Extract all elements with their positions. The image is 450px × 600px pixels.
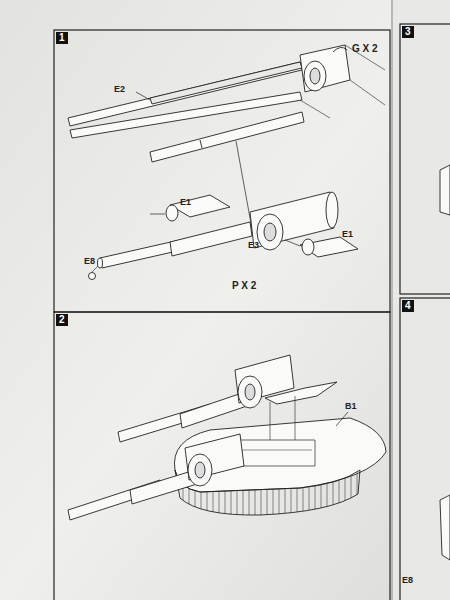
part-label: E8 xyxy=(84,256,95,266)
part-label: E8 xyxy=(402,575,413,585)
part-fragment xyxy=(440,165,450,215)
step-frame xyxy=(400,24,450,294)
step-number: 4 xyxy=(402,300,414,312)
barrel-step xyxy=(200,140,202,148)
part-label: G X 2 xyxy=(352,43,378,54)
trunnion xyxy=(238,376,262,408)
gun-barrel xyxy=(180,392,247,428)
guide-line xyxy=(270,402,271,440)
guide-line xyxy=(92,266,98,272)
page-fold xyxy=(391,0,393,600)
next-page xyxy=(392,0,450,600)
gun-bracket xyxy=(300,237,358,257)
step-number-text: 1 xyxy=(59,32,65,43)
small-part xyxy=(89,273,96,280)
trunnion xyxy=(304,61,326,91)
barrel-half xyxy=(150,112,304,162)
part-label: E1 xyxy=(342,229,353,239)
step-frame xyxy=(54,312,390,600)
guide-line xyxy=(285,240,300,246)
trunnion xyxy=(264,223,276,241)
guide-line xyxy=(150,214,165,215)
step-frame xyxy=(400,298,450,600)
gun-bracket xyxy=(265,382,337,404)
step-number-text: 3 xyxy=(405,26,411,37)
step-frame xyxy=(54,30,390,312)
part-label: E1 xyxy=(180,197,191,207)
trunnion xyxy=(310,68,320,84)
step-number: 2 xyxy=(56,314,68,326)
trunnion xyxy=(195,462,205,478)
gun-barrel xyxy=(170,222,252,256)
breech-half xyxy=(300,45,350,92)
leader-line xyxy=(336,412,348,426)
part-fragment xyxy=(440,495,450,560)
step-number: 1 xyxy=(56,32,68,44)
part-label: P X 2 xyxy=(232,280,256,291)
trunnion xyxy=(257,214,283,250)
part-label: E2 xyxy=(114,84,125,94)
trunnion xyxy=(245,384,255,400)
muzzle xyxy=(98,258,103,268)
step-number-text: 4 xyxy=(405,300,411,311)
trunnion xyxy=(188,454,212,486)
breech-face xyxy=(326,192,338,228)
gun-bracket xyxy=(170,195,230,217)
guide-line xyxy=(295,396,296,440)
bracket-pivot xyxy=(166,205,178,221)
step-number-text: 2 xyxy=(59,314,65,325)
guide-line xyxy=(300,100,330,118)
guide-line xyxy=(350,80,385,105)
gun-barrel xyxy=(130,470,197,504)
part-label: B1 xyxy=(345,401,357,411)
breech-hook xyxy=(333,47,347,52)
leader-line xyxy=(136,92,150,100)
part-label: E3 xyxy=(248,240,259,250)
step-number: 3 xyxy=(402,26,414,38)
bracket-pivot xyxy=(302,239,314,255)
